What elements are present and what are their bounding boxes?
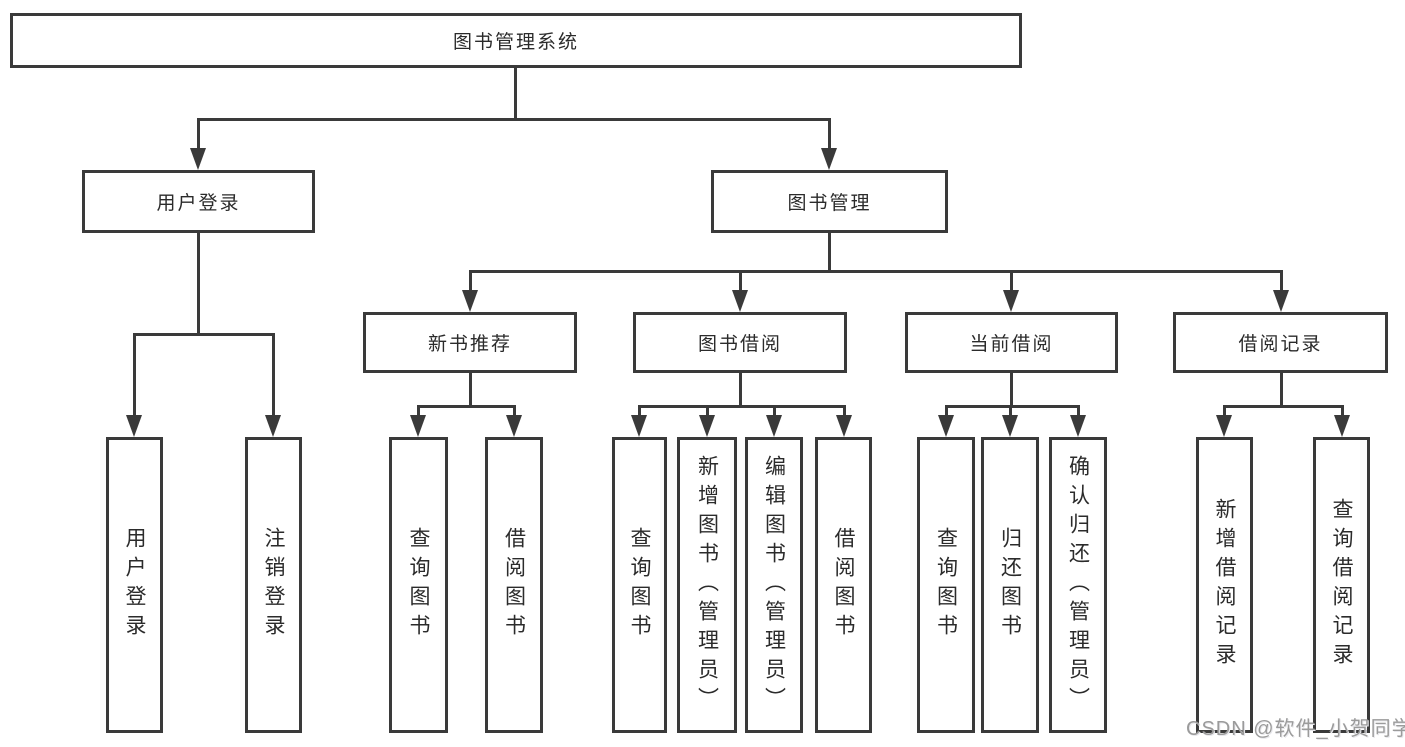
connector-line	[638, 405, 641, 417]
leaf-return-books: 归还图书	[981, 437, 1039, 733]
leaf-confirm-return-admin: 确认归还（管理员）	[1049, 437, 1107, 733]
leaf-label: 注销登录	[262, 527, 285, 643]
connector-line	[514, 68, 517, 121]
leaf-query-books-recommend: 查询图书	[389, 437, 448, 733]
leaf-user-login: 用户登录	[106, 437, 163, 733]
leaf-label: 借阅图书	[502, 527, 526, 643]
connector-line	[773, 405, 776, 417]
leaf-label: 编辑图书（管理员）	[762, 454, 786, 716]
connector-line	[828, 233, 831, 273]
connector-line	[1010, 270, 1013, 292]
connector-line	[945, 405, 948, 417]
arrowhead-down-icon	[410, 415, 426, 437]
connector-line	[1223, 405, 1226, 417]
node-label: 借阅记录	[1238, 334, 1323, 355]
leaf-label: 确认归还（管理员）	[1066, 454, 1090, 716]
connector-line	[1223, 405, 1343, 408]
connector-line	[197, 118, 200, 150]
node-label: 新书推荐	[427, 334, 512, 355]
connector-line	[133, 333, 136, 417]
connector-line	[1280, 373, 1283, 407]
connector-line	[1077, 405, 1080, 417]
arrowhead-down-icon	[699, 415, 715, 437]
leaf-add-book-admin: 新增图书（管理员）	[677, 437, 737, 733]
node-book-borrowing: 图书借阅	[633, 312, 847, 373]
arrowhead-down-icon	[506, 415, 522, 437]
connector-line	[638, 405, 846, 408]
leaf-query-borrow-record: 查询借阅记录	[1313, 437, 1370, 733]
connector-line	[469, 373, 472, 407]
node-label: 用户登录	[156, 193, 241, 214]
arrowhead-down-icon	[190, 148, 206, 170]
leaf-label: 查询图书	[934, 527, 958, 643]
node-library-management-system: 图书管理系统	[10, 13, 1022, 68]
arrowhead-down-icon	[462, 290, 478, 312]
connector-line	[197, 233, 200, 336]
connector-line	[843, 405, 846, 417]
arrowhead-down-icon	[766, 415, 782, 437]
leaf-label: 查询图书	[407, 527, 430, 643]
leaf-borrow-books-recommend: 借阅图书	[485, 437, 543, 733]
leaf-query-books-borrowing: 查询图书	[612, 437, 667, 733]
arrowhead-down-icon	[1216, 415, 1232, 437]
arrowhead-down-icon	[1002, 415, 1018, 437]
arrowhead-down-icon	[732, 290, 748, 312]
node-user-login: 用户登录	[82, 170, 315, 233]
arrowhead-down-icon	[821, 148, 837, 170]
connector-line	[739, 270, 742, 292]
connector-line	[469, 270, 1283, 273]
connector-line	[945, 405, 1080, 408]
node-new-book-recommendation: 新书推荐	[363, 312, 577, 373]
connector-line	[1010, 373, 1013, 407]
arrowhead-down-icon	[836, 415, 852, 437]
connector-line	[828, 118, 831, 150]
connector-line	[417, 405, 516, 408]
arrowhead-down-icon	[1003, 290, 1019, 312]
connector-line	[1009, 405, 1012, 417]
connector-line	[706, 405, 709, 417]
connector-line	[197, 118, 831, 121]
connector-line	[272, 333, 275, 417]
connector-line	[1341, 405, 1344, 417]
connector-line	[739, 373, 742, 407]
leaf-label: 新增借阅记录	[1213, 498, 1236, 672]
connector-line	[469, 270, 472, 292]
arrowhead-down-icon	[1273, 290, 1289, 312]
node-label: 当前借阅	[969, 334, 1054, 355]
node-label: 图书借阅	[697, 334, 782, 355]
node-current-borrowing: 当前借阅	[905, 312, 1118, 373]
leaf-label: 新增图书（管理员）	[695, 454, 719, 716]
node-borrowing-records: 借阅记录	[1173, 312, 1388, 373]
connector-line	[133, 333, 275, 336]
arrowhead-down-icon	[1334, 415, 1350, 437]
leaf-edit-book-admin: 编辑图书（管理员）	[745, 437, 803, 733]
node-book-management: 图书管理	[711, 170, 948, 233]
node-label: 图书管理系统	[452, 32, 579, 53]
node-label: 图书管理	[787, 193, 872, 214]
leaf-label: 用户登录	[123, 527, 146, 643]
connector-line	[1280, 270, 1283, 292]
arrowhead-down-icon	[1070, 415, 1086, 437]
leaf-label: 查询图书	[628, 527, 651, 643]
connector-line	[417, 405, 420, 417]
leaf-label: 查询借阅记录	[1330, 498, 1353, 672]
arrowhead-down-icon	[126, 415, 142, 437]
leaf-label: 借阅图书	[832, 527, 855, 643]
connector-line	[513, 405, 516, 417]
leaf-borrow-books-borrowing: 借阅图书	[815, 437, 872, 733]
leaf-query-books-current: 查询图书	[917, 437, 975, 733]
leaf-label: 归还图书	[998, 527, 1022, 643]
watermark: CSDN @软件_小贺同学	[1186, 718, 1405, 740]
arrowhead-down-icon	[938, 415, 954, 437]
leaf-add-borrow-record: 新增借阅记录	[1196, 437, 1253, 733]
arrowhead-down-icon	[265, 415, 281, 437]
leaf-logout: 注销登录	[245, 437, 302, 733]
arrowhead-down-icon	[631, 415, 647, 437]
